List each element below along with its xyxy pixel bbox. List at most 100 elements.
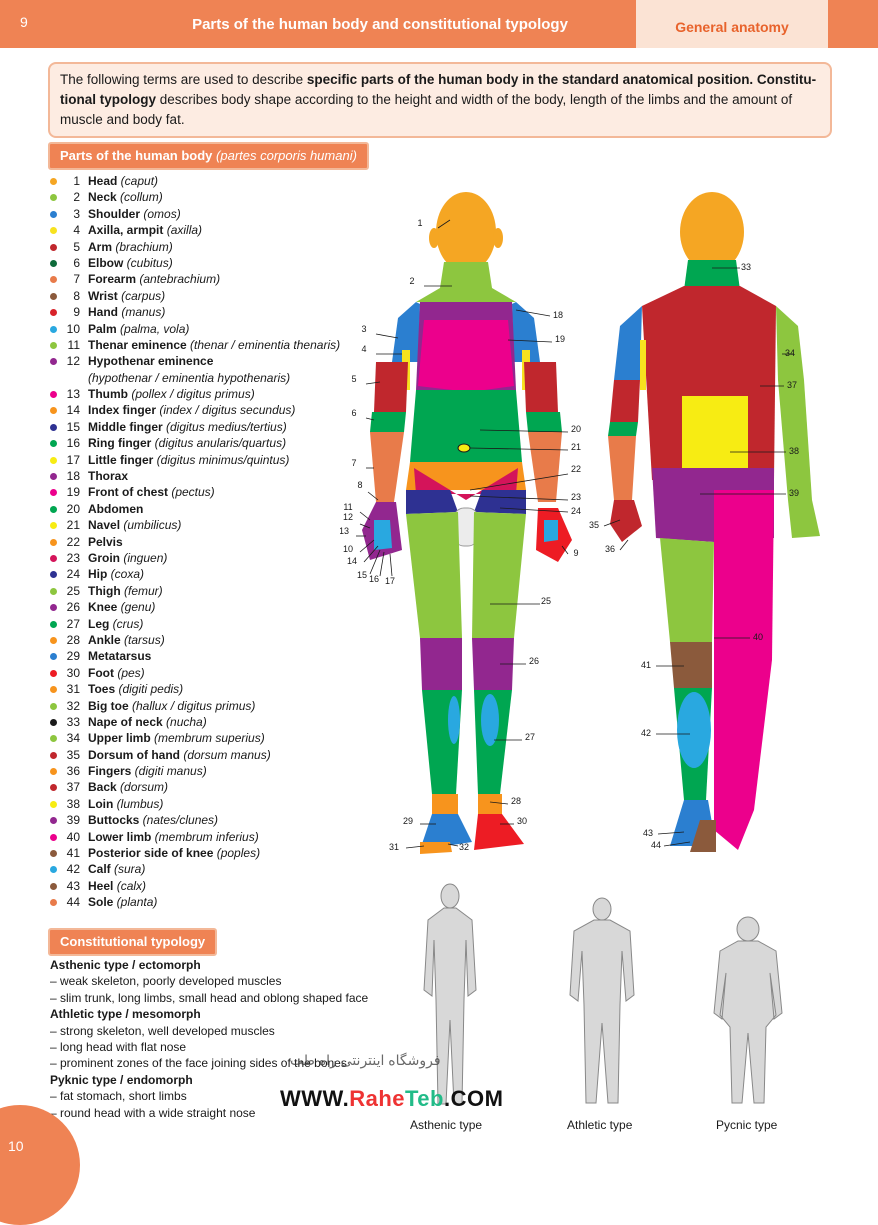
legend-term-name: Foot xyxy=(88,665,114,680)
legend-number: 1 xyxy=(73,174,80,188)
front-figure-label: 4 xyxy=(361,344,366,354)
athletic-figure xyxy=(569,897,635,1104)
legend-term: Ankle (tarsus) xyxy=(88,632,165,648)
front-figure-label: 22 xyxy=(571,464,581,474)
legend-number: 8 xyxy=(73,288,80,303)
front-figure-label: 23 xyxy=(571,492,581,502)
legend-term-name: Lower limb xyxy=(88,829,152,844)
front-leader-line xyxy=(375,333,399,339)
legend-number: 28 xyxy=(66,632,80,647)
legend-term: Hip (coxa) xyxy=(88,566,144,582)
back-leader-line xyxy=(619,539,629,551)
legend-term-latin: (carpus) xyxy=(117,288,166,303)
legend-term: Sole (planta) xyxy=(88,894,157,910)
front-figure-label: 31 xyxy=(389,842,399,852)
legend-term-latin: (nates/clunes) xyxy=(139,813,219,828)
legend-term-latin: (nucha) xyxy=(162,714,207,729)
legend-term-latin: (sura) xyxy=(110,862,146,877)
legend-term: Pelvis xyxy=(88,534,123,550)
legend-term-latin: (coxa) xyxy=(107,567,145,582)
legend-term-name: Abdomen xyxy=(88,501,144,516)
front-figure-label: 8 xyxy=(357,480,362,490)
back-figure-label: 40 xyxy=(753,632,763,642)
front-figure-label: 6 xyxy=(351,408,356,418)
legend-color-dot xyxy=(50,522,57,530)
legend-term-latin: (hypothenar / eminentia hypothenaris) xyxy=(88,370,291,385)
legend-term-name: Head xyxy=(88,174,118,188)
legend-term-latin: (dorsum) xyxy=(116,780,169,795)
watermark-teb: Teb xyxy=(405,1086,444,1111)
legend-number: 20 xyxy=(66,501,80,516)
legend-number: 5 xyxy=(73,239,80,254)
front-leader-line xyxy=(359,523,371,529)
back-upper-limb xyxy=(776,306,804,380)
front-figure-label: 14 xyxy=(347,556,357,566)
front-leader-line xyxy=(469,447,569,451)
legend-color-dot xyxy=(50,800,57,808)
legend-number: 22 xyxy=(66,534,80,549)
legend-color-dot xyxy=(50,489,57,497)
front-shoulder-right xyxy=(392,302,420,362)
pyknic-heading: Pyknic type / endomorph xyxy=(50,1072,193,1087)
watermark-www: WWW. xyxy=(280,1086,350,1111)
legend-number: 33 xyxy=(66,714,80,729)
legend-term: Dorsum of hand (dorsum manus) xyxy=(88,747,271,763)
legend-term-name: Leg xyxy=(88,616,110,631)
front-abdomen xyxy=(410,390,522,462)
front-leader-line xyxy=(369,549,381,575)
legend-term: Knee (genu) xyxy=(88,599,155,615)
footer-page-circle xyxy=(0,1105,80,1225)
asthenic-line-2: – slim trunk, long limbs, small head and… xyxy=(50,990,369,1005)
front-leader-line xyxy=(389,553,393,577)
legend-color-dot xyxy=(50,899,57,907)
legend-color-dot xyxy=(50,571,57,579)
legend-color-dot xyxy=(50,866,57,874)
pyknic-line-1: – fat stomach, short limbs xyxy=(50,1089,187,1104)
legend-number: 9 xyxy=(73,305,80,320)
legend-color-dot xyxy=(50,702,57,710)
front-figure-label: 13 xyxy=(340,526,349,536)
asthenic-figure xyxy=(423,883,477,1105)
legend-term: Forearm (antebrachium) xyxy=(88,271,220,287)
legend-color-dot xyxy=(50,456,57,464)
legend-term-latin: (crus) xyxy=(109,616,144,631)
back-figure-label: 41 xyxy=(641,660,651,670)
legend-term-name: Arm xyxy=(88,239,113,254)
legend-term-latin: (genu) xyxy=(117,600,156,615)
legend-item: 5 Arm (brachium) xyxy=(50,239,370,255)
legend-term-name: Elbow xyxy=(88,255,124,270)
front-figure-label: 12 xyxy=(343,512,353,522)
legend-color-dot xyxy=(50,358,57,366)
front-hip-right xyxy=(406,490,458,514)
section-title-typology: Constitutional typology xyxy=(48,928,218,956)
legend-term-name: Buttocks xyxy=(88,813,140,828)
legend-term-name: Forearm xyxy=(88,272,137,287)
front-arm-right xyxy=(374,362,408,412)
legend-color-dot xyxy=(50,636,57,644)
front-leader-line xyxy=(437,219,451,229)
legend-term: Thumb (pollex / digitus primus) xyxy=(88,386,255,402)
intro-bold: specific parts of the human body in the … xyxy=(60,72,817,107)
legend-term-latin: (brachium) xyxy=(112,239,173,254)
legend-number: 11 xyxy=(67,337,80,352)
legend-number: 23 xyxy=(66,550,80,565)
legend-term-name: Pelvis xyxy=(88,534,123,549)
legend-number: 44 xyxy=(66,895,80,910)
legend-term: Heel (calx) xyxy=(88,878,146,894)
legend-color-dot xyxy=(50,473,57,481)
legend-color-dot xyxy=(50,325,57,333)
front-leader-line xyxy=(469,495,569,501)
legend-number: 17 xyxy=(66,452,80,467)
front-leader-line xyxy=(367,491,379,501)
